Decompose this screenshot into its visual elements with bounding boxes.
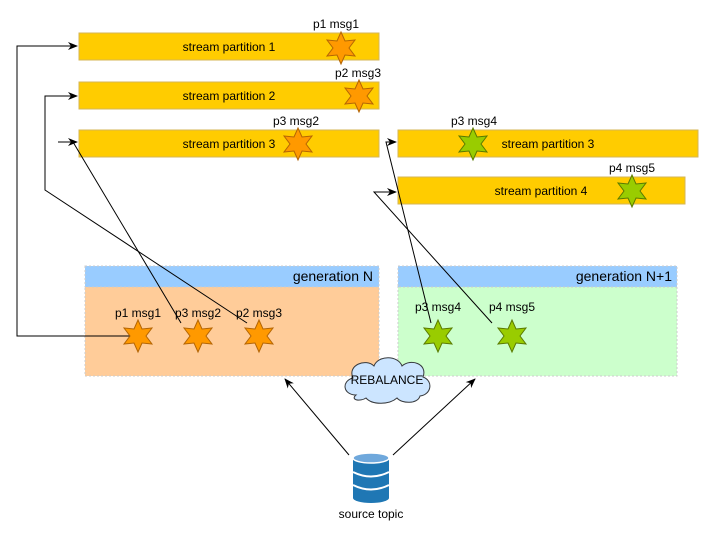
generation-n1-messages: p3 msg4 p4 msg5 <box>415 300 535 353</box>
msg-label-p3-msg4: p3 msg4 <box>451 114 497 128</box>
gen-n1-msg-2: p4 msg5 <box>489 300 535 314</box>
generation-n-messages: p1 msg1 p3 msg2 p2 msg3 <box>115 306 282 353</box>
msg-label-p1-msg1: p1 msg1 <box>313 17 359 31</box>
partition-left-1: stream partition 1 <box>78 32 380 61</box>
connector-p1msg1-to-partition-1 <box>16 42 137 337</box>
msg-label-p2-msg3: p2 msg3 <box>335 66 381 80</box>
connector-p3msg2-to-partition-3 <box>58 138 182 324</box>
gen-n-msg-2: p3 msg2 <box>175 306 221 320</box>
generation-n1-panel: generation N+1 <box>397 265 678 377</box>
gen-n1-msg-1: p3 msg4 <box>415 300 461 314</box>
generation-n-title: generation N <box>293 268 373 284</box>
partition-left-3: stream partition 3 <box>78 129 380 158</box>
arrow-source-to-generation-n1 <box>392 378 476 456</box>
generation-n1-title: generation N+1 <box>576 268 672 284</box>
source-topic-label: source topic <box>339 507 404 521</box>
database-icon <box>352 452 390 503</box>
generation-n-panel: generation N <box>84 265 380 377</box>
partition-left-2-label: stream partition 2 <box>183 89 276 103</box>
partition-left-3-label: stream partition 3 <box>183 137 276 151</box>
partition-right-4-label: stream partition 4 <box>495 184 588 198</box>
partition-messages: p1 msg1 p2 msg3 p3 msg2 p3 msg4 p4 msg5 <box>273 17 655 208</box>
gen-n-msg-3: p2 msg3 <box>236 306 282 320</box>
arrow-source-to-generation-n <box>284 378 350 456</box>
partition-right-3: stream partition 3 <box>397 129 699 158</box>
connectors <box>16 42 493 456</box>
partition-right-4: stream partition 4 <box>397 176 686 205</box>
connector-p3msg4-to-partition-3 <box>385 138 432 324</box>
cloud-icon <box>344 357 431 404</box>
partition-left-1-label: stream partition 1 <box>183 40 276 54</box>
connector-p2msg3-to-partition-2 <box>44 92 248 324</box>
rebalance-cloud: REBALANCE <box>344 357 431 404</box>
connector-p4msg5-to-partition-4 <box>372 188 493 324</box>
source-topic: source topic <box>339 452 404 521</box>
gen-n-msg-1: p1 msg1 <box>115 306 161 320</box>
msg-label-p4-msg5: p4 msg5 <box>609 161 655 175</box>
rebalance-label: REBALANCE <box>351 373 424 387</box>
partition-right-3-label: stream partition 3 <box>502 137 595 151</box>
msg-label-p3-msg2: p3 msg2 <box>273 114 319 128</box>
partition-left-2: stream partition 2 <box>78 81 380 110</box>
